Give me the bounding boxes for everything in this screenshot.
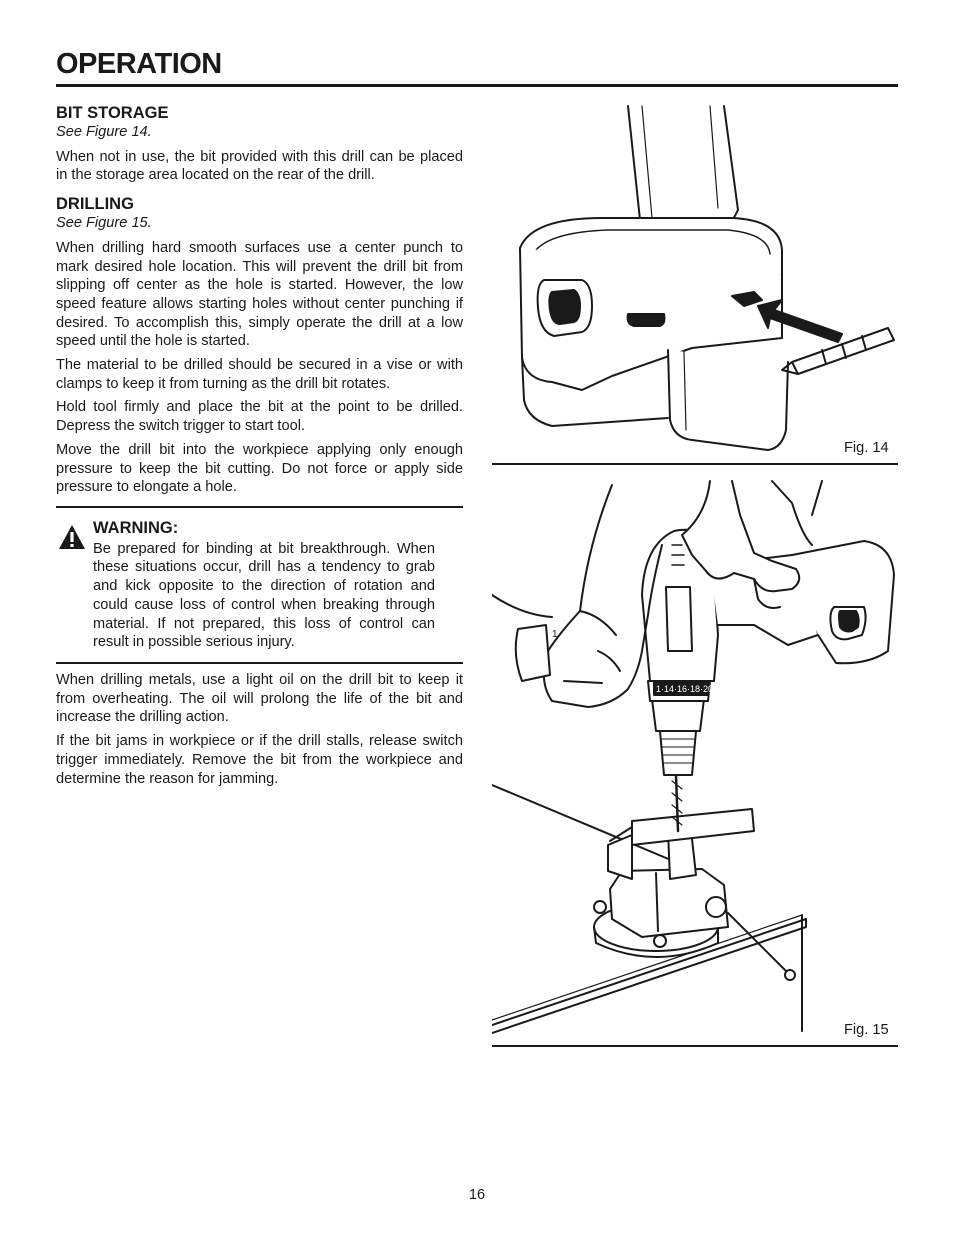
warning-rule-bottom bbox=[56, 662, 463, 664]
title-rule bbox=[56, 84, 898, 87]
clutch-dial-labels: 1·14·16·18·20 bbox=[656, 684, 713, 694]
page-number: 16 bbox=[468, 1187, 486, 1203]
bit-storage-heading: BIT STORAGE bbox=[56, 104, 169, 122]
drilling-heading: DRILLING bbox=[56, 195, 134, 214]
drilling-paragraph-3: Hold tool firmly and place the bit at th… bbox=[56, 399, 463, 435]
warning-body: Be prepared for binding at bit breakthro… bbox=[93, 540, 435, 651]
drilling-paragraph-4: Move the drill bit into the workpiece ap… bbox=[56, 441, 463, 496]
figure-15-rule bbox=[492, 1045, 898, 1047]
metal-drilling-paragraph: When drilling metals, use a light oil on… bbox=[56, 672, 463, 726]
bit-storage-body: When not in use, the bit provided with t… bbox=[56, 148, 463, 184]
drilling-paragraph-2: The material to be drilled should be sec… bbox=[56, 357, 463, 392]
left-column: BIT STORAGE See Figure 14. When not in u… bbox=[56, 103, 463, 502]
figure-15-caption: Fig. 15 bbox=[844, 1022, 889, 1038]
warning-heading: WARNING: bbox=[93, 519, 179, 537]
warning-rule-top bbox=[56, 506, 463, 508]
left-column-continued: When drilling metals, use a light oil on… bbox=[56, 671, 463, 793]
figure-14-rule bbox=[492, 463, 898, 465]
warning-block: WARNING: Be prepared for binding at bit … bbox=[93, 519, 435, 652]
figure-14-caption: Fig. 14 bbox=[844, 440, 889, 456]
drilling-paragraph-1: When drilling hard smooth surfaces use a… bbox=[56, 239, 463, 350]
drilling-figure-ref: See Figure 15. bbox=[56, 215, 152, 232]
figure-15-illustration: 1 1·14·16·18·20 bbox=[492, 475, 898, 1045]
bit-storage-figure-ref: See Figure 14. bbox=[56, 124, 152, 140]
page-title: OPERATION bbox=[56, 48, 222, 80]
bit-jam-paragraph: If the bit jams in workpiece or if the d… bbox=[56, 733, 463, 787]
hand-marker-1: 1 bbox=[552, 629, 558, 640]
figure-14-illustration bbox=[492, 100, 898, 462]
warning-triangle-icon bbox=[58, 524, 86, 550]
